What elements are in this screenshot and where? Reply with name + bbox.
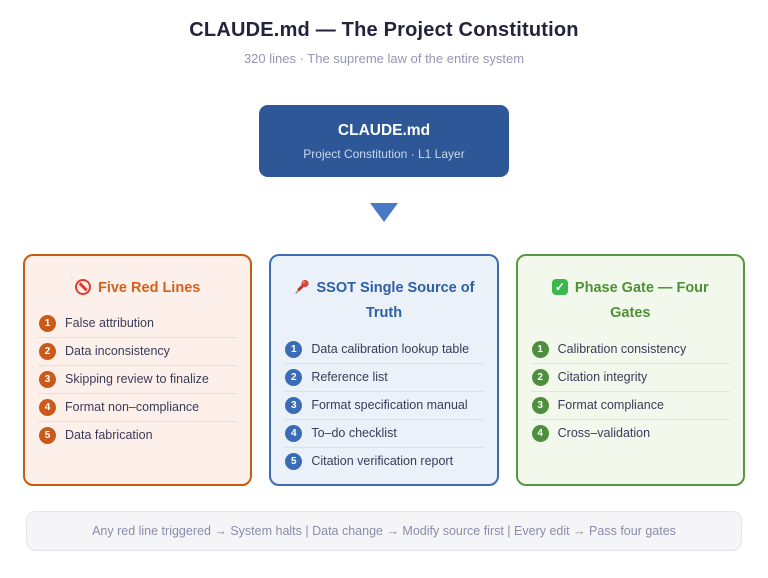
list-item: 2 Reference list bbox=[284, 362, 484, 391]
check-mark-icon bbox=[551, 279, 568, 296]
panel-five-red-lines: Five Red Lines 1 False attribution 2 Data i… bbox=[23, 254, 253, 486]
item-label: False attribution bbox=[65, 316, 154, 331]
item-label: Format compliance bbox=[557, 397, 664, 412]
panel-title-text: SSOT Single Source of Truth bbox=[316, 280, 475, 322]
panel-ssot: SSOT Single Source of Truth 1 Data calibr… bbox=[269, 254, 499, 486]
item-label: Calibration consistency bbox=[557, 341, 687, 356]
panel-phase-gate: Phase Gate — Four Gates 1 Calibration con… bbox=[515, 254, 745, 486]
item-label: Format specification manual bbox=[311, 397, 468, 412]
item-number-badge: 3 bbox=[39, 371, 56, 389]
item-label: Data calibration lookup table bbox=[311, 341, 470, 356]
item-label: Data inconsistency bbox=[65, 344, 170, 359]
panel-title: SSOT Single Source of Truth bbox=[286, 276, 482, 327]
item-number-badge: 4 bbox=[39, 399, 56, 417]
item-label: Cross–validation bbox=[557, 425, 651, 440]
list-item: 4 To–do checklist bbox=[284, 418, 484, 447]
panel-item-list: 1 Data calibration lookup table 2 Reference… bbox=[284, 336, 484, 475]
list-item: 1 Data calibration lookup table bbox=[284, 336, 483, 363]
item-number-badge: 1 bbox=[285, 340, 303, 358]
list-item: 1 False attribution bbox=[38, 310, 237, 337]
page-title: CLAUDE.md — The Project Constitution bbox=[189, 19, 579, 41]
item-number-badge: 2 bbox=[285, 368, 303, 386]
item-label: Citation verification report bbox=[311, 453, 454, 468]
item-label: Reference list bbox=[311, 369, 388, 384]
page-subtitle: 320 lines · The supreme law of the entir… bbox=[243, 51, 525, 66]
item-number-badge: 3 bbox=[285, 396, 303, 414]
item-number-badge: 3 bbox=[531, 396, 549, 414]
list-item: 3 Format specification manual bbox=[284, 390, 484, 419]
item-number-badge: 4 bbox=[285, 424, 303, 442]
item-label: Skipping review to finalize bbox=[65, 372, 209, 387]
root-node: CLAUDE.md Project Constitution · L1 Laye… bbox=[259, 105, 509, 177]
list-item: 5 Data fabrication bbox=[38, 421, 238, 449]
list-item: 2 Data inconsistency bbox=[38, 337, 238, 365]
root-node-title: CLAUDE.md bbox=[337, 121, 431, 139]
header: CLAUDE.md — The Project Constitution 320… bbox=[0, 0, 768, 67]
item-number-badge: 1 bbox=[39, 315, 56, 333]
item-number-badge: 1 bbox=[531, 340, 549, 358]
root-node-subtitle: Project Constitution · L1 Layer bbox=[303, 146, 465, 161]
item-label: Data fabrication bbox=[65, 428, 153, 443]
item-number-badge: 2 bbox=[39, 343, 56, 361]
list-item: 3 Format compliance bbox=[530, 390, 730, 419]
list-item: 1 Calibration consistency bbox=[531, 336, 730, 363]
item-label: To–do checklist bbox=[311, 425, 397, 440]
list-item: 3 Skipping review to finalize bbox=[38, 365, 238, 393]
list-item: 2 Citation integrity bbox=[530, 362, 730, 391]
footer-rule-text: Any red line triggered → System halts | … bbox=[92, 524, 676, 538]
panels-row: Five Red Lines 1 False attribution 2 Data i… bbox=[23, 254, 745, 486]
item-label: Format non–compliance bbox=[65, 400, 200, 415]
pushpin-icon bbox=[294, 280, 309, 294]
panel-title-text: Five Red Lines bbox=[97, 280, 201, 296]
item-label: Citation integrity bbox=[557, 369, 648, 384]
panel-title-text: Phase Gate — Four Gates bbox=[574, 280, 709, 322]
list-item: 4 Cross–validation bbox=[530, 418, 730, 447]
triangle-down-icon bbox=[370, 203, 398, 222]
prohibited-icon bbox=[74, 279, 91, 296]
panel-title: Five Red Lines bbox=[40, 276, 236, 301]
list-item: 4 Format non–compliance bbox=[38, 393, 238, 421]
panel-title: Phase Gate — Four Gates bbox=[532, 276, 728, 327]
footer-rule-bar: Any red line triggered → System halts | … bbox=[26, 511, 742, 551]
panel-item-list: 1 False attribution 2 Data inconsistency 3 Sk… bbox=[38, 310, 238, 449]
item-number-badge: 2 bbox=[531, 368, 549, 386]
panel-item-list: 1 Calibration consistency 2 Citation integr… bbox=[530, 336, 730, 447]
item-number-badge: 4 bbox=[531, 424, 549, 442]
item-number-badge: 5 bbox=[285, 452, 303, 470]
item-number-badge: 5 bbox=[39, 427, 56, 445]
list-item: 5 Citation verification report bbox=[284, 446, 484, 475]
